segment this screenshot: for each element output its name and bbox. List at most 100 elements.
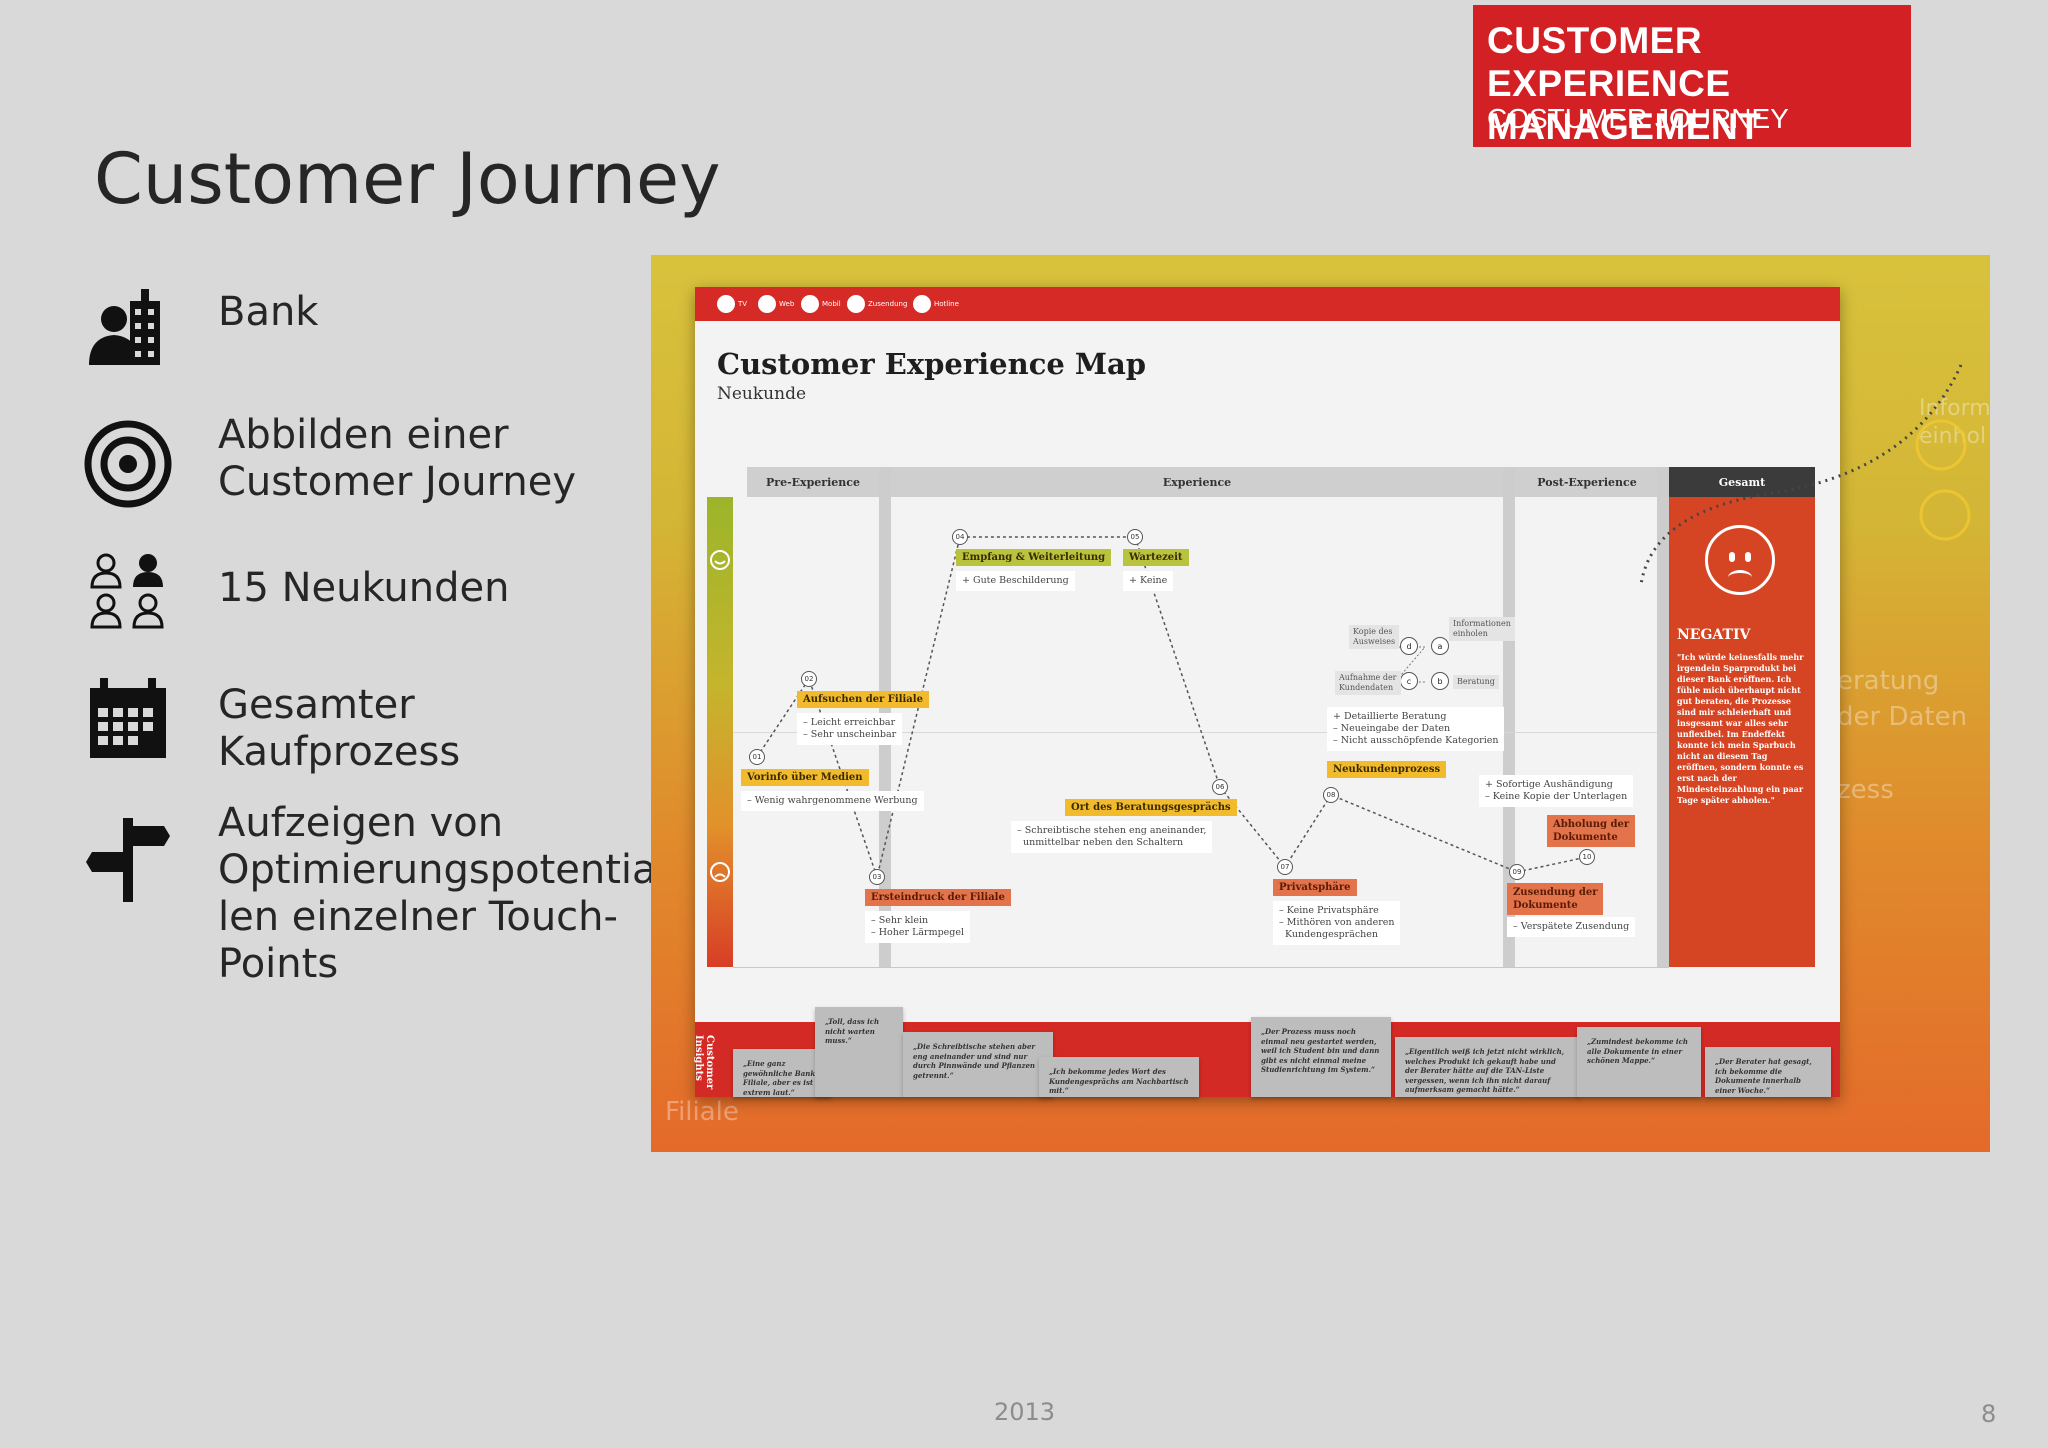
subpoint-a: a xyxy=(1431,637,1449,655)
bg-circles-icon xyxy=(1915,419,1971,541)
touchpoint-privatsphaere-note: – Keine Privatsphäre – Mithören von ande… xyxy=(1273,901,1401,945)
insight-quote: „Der Prozess muss noch einmal neu gestar… xyxy=(1251,1017,1391,1097)
touchpoint-number: 06 xyxy=(1212,779,1228,795)
touchpoint-zusendung-note: – Verspätete Zusendung xyxy=(1507,917,1636,937)
touchpoint-wartezeit: Wartezeit xyxy=(1123,549,1189,566)
touchpoint-number: 08 xyxy=(1323,787,1339,803)
insight-quote: „Die Schreibtische stehen aber eng anein… xyxy=(903,1032,1053,1097)
web-icon xyxy=(758,295,776,313)
subpoint-d: d xyxy=(1400,637,1418,655)
customer-insights-label: Customer Insights xyxy=(693,1035,715,1090)
touchpoint-aufsuchen-note: – Leicht erreichbar – Sehr unscheinbar xyxy=(797,713,903,745)
touchpoint-number: 04 xyxy=(952,529,968,545)
phase-total: Gesamt xyxy=(1669,467,1815,497)
insight-quote: „Der Berater hat gesagt, ich bekomme die… xyxy=(1705,1047,1831,1097)
bullet-journey-text: Abbilden einer Customer Journey xyxy=(218,412,577,505)
insight-quote: „Ich bekomme jedes Wort des Kundengesprä… xyxy=(1039,1057,1199,1097)
overall-rating: NEGATIV xyxy=(1677,627,1751,643)
bullet-process: Gesamter Kaufprozess xyxy=(0,670,640,775)
touchpoint-zusendung: Zusendung der Dokumente xyxy=(1507,883,1604,915)
touchpoint-abholung-note: + Sofortige Aushändigung – Keine Kopie d… xyxy=(1479,775,1634,807)
column-separator xyxy=(1503,467,1515,967)
baseline xyxy=(733,967,1669,968)
touchpoint-neukundenprozess-note: + Detaillierte Beratung – Neueingabe der… xyxy=(1327,707,1505,751)
signpost-icon xyxy=(86,818,170,902)
slide-title: Customer Journey xyxy=(94,138,721,220)
bullet-journey: Abbilden einer Customer Journey xyxy=(0,412,640,512)
bank-person-icon xyxy=(89,289,160,365)
channel-web: Web xyxy=(758,294,794,314)
emotion-scale xyxy=(707,497,733,967)
phase-experience: Experience xyxy=(891,467,1503,497)
bullet-optimization-text: Aufzeigen von Optimierungspotentia len e… xyxy=(218,800,657,987)
bullet-customers-text: 15 Neukunden xyxy=(218,565,510,611)
touchpoint-ersteindruck: Ersteindruck der Filiale xyxy=(865,889,1011,906)
bullet-customers: 15 Neukunden xyxy=(0,545,640,635)
happy-face-icon xyxy=(710,550,730,570)
column-separator xyxy=(1657,467,1669,967)
touchpoint-aufsuchen: Aufsuchen der Filiale xyxy=(797,691,929,708)
touchpoint-number: 09 xyxy=(1509,864,1525,880)
tv-icon xyxy=(717,295,735,313)
map-sheet: TV Web Mobil Zusendung Hotline Customer … xyxy=(693,287,1840,1097)
channel-hotline: Hotline xyxy=(913,294,959,314)
bg-fragment-zess: zess xyxy=(1837,775,1894,805)
touchpoint-privatsphaere: Privatsphäre xyxy=(1273,879,1357,896)
bg-fragment-filiale: Filiale xyxy=(665,1097,739,1127)
insight-quote: „Eigentlich weiß ich jetzt nicht wirklic… xyxy=(1395,1037,1579,1097)
subpoint-c: c xyxy=(1400,672,1418,690)
insight-quote: „Eine ganz gewöhnliche Bank Filiale, abe… xyxy=(733,1049,831,1097)
footer-year: 2013 xyxy=(994,1398,1056,1426)
touchpoint-vorinfo-note: – Wenig wahrgenommene Werbung xyxy=(741,791,924,811)
calendar-icon xyxy=(90,678,166,758)
sad-face-icon xyxy=(710,862,730,882)
touchpoint-neukundenprozess: Neukundenprozess xyxy=(1327,761,1447,778)
channel-zusendung: Zusendung xyxy=(847,294,907,314)
page-number: 8 xyxy=(1981,1400,1997,1428)
overall-rating-panel: Gesamt NEGATIV "Ich würde keinesfalls me… xyxy=(1669,467,1815,967)
subpoint-b: b xyxy=(1431,672,1449,690)
people-icon xyxy=(90,553,164,629)
map-subtitle: Neukunde xyxy=(717,384,807,404)
touchpoint-beratungsort-note: – Schreibtische stehen eng aneinander, u… xyxy=(1011,821,1213,853)
touchpoint-number: 01 xyxy=(749,749,765,765)
touchpoint-abholung: Abholung der Dokumente xyxy=(1547,815,1636,847)
channel-mobil: Mobil xyxy=(801,294,841,314)
insight-quote: „Zumindest bekomme ich alle Dokumente in… xyxy=(1577,1027,1701,1097)
touchpoint-number: 02 xyxy=(801,671,817,687)
insight-quote: „Toll, dass ich nicht warten muss.“ xyxy=(815,1007,903,1097)
channel-tv: TV xyxy=(717,294,747,314)
phase-post: Post-Experience xyxy=(1515,467,1659,497)
mail-icon xyxy=(847,295,865,313)
subpoint-c-label: Aufnahme der Kundendaten xyxy=(1335,671,1401,695)
bullet-process-text: Gesamter Kaufprozess xyxy=(218,682,461,775)
badge-arrow xyxy=(1639,364,1963,586)
cem-badge-subtitle: COSTUMER JOURNEY xyxy=(1487,103,1789,134)
touchpoint-number: 03 xyxy=(869,869,885,885)
customer-experience-map-image: Inform einhol eratung der Daten zess Fil… xyxy=(651,255,1990,1152)
phase-pre: Pre-Experience xyxy=(747,467,879,497)
subpoint-a-label: Informationen einholen xyxy=(1449,617,1515,641)
touchpoint-beratungsort: Ort des Beratungsgesprächs xyxy=(1065,799,1237,816)
phone-icon xyxy=(913,295,931,313)
touchpoint-ersteindruck-note: – Sehr klein – Hoher Lärmpegel xyxy=(865,911,971,943)
touchpoint-number: 10 xyxy=(1579,849,1595,865)
bg-fragment-inform: Inform einhol xyxy=(1919,396,1990,449)
neutral-line xyxy=(733,732,1657,733)
touchpoint-wartezeit-note: + Keine xyxy=(1123,571,1174,591)
touchpoint-empfang-note: + Gute Beschilderung xyxy=(956,571,1075,591)
bullet-optimization: Aufzeigen von Optimierungspotentia len e… xyxy=(0,800,657,990)
bg-fragment-beratung: eratung der Daten xyxy=(1837,666,1968,732)
target-icon xyxy=(84,420,172,508)
overall-quote: "Ich würde keinesfalls mehr irgendein Sp… xyxy=(1677,652,1804,805)
touchpoint-vorinfo: Vorinfo über Medien xyxy=(741,769,869,786)
touchpoint-number: 07 xyxy=(1277,859,1293,875)
channel-bar xyxy=(695,287,1840,321)
subpoint-d-label: Kopie des Ausweises xyxy=(1349,625,1400,649)
touchpoint-number: 05 xyxy=(1127,529,1143,545)
map-title: Customer Experience Map xyxy=(717,347,1147,381)
mobile-icon xyxy=(801,295,819,313)
touchpoint-empfang: Empfang & Weiterleitung xyxy=(956,549,1112,566)
